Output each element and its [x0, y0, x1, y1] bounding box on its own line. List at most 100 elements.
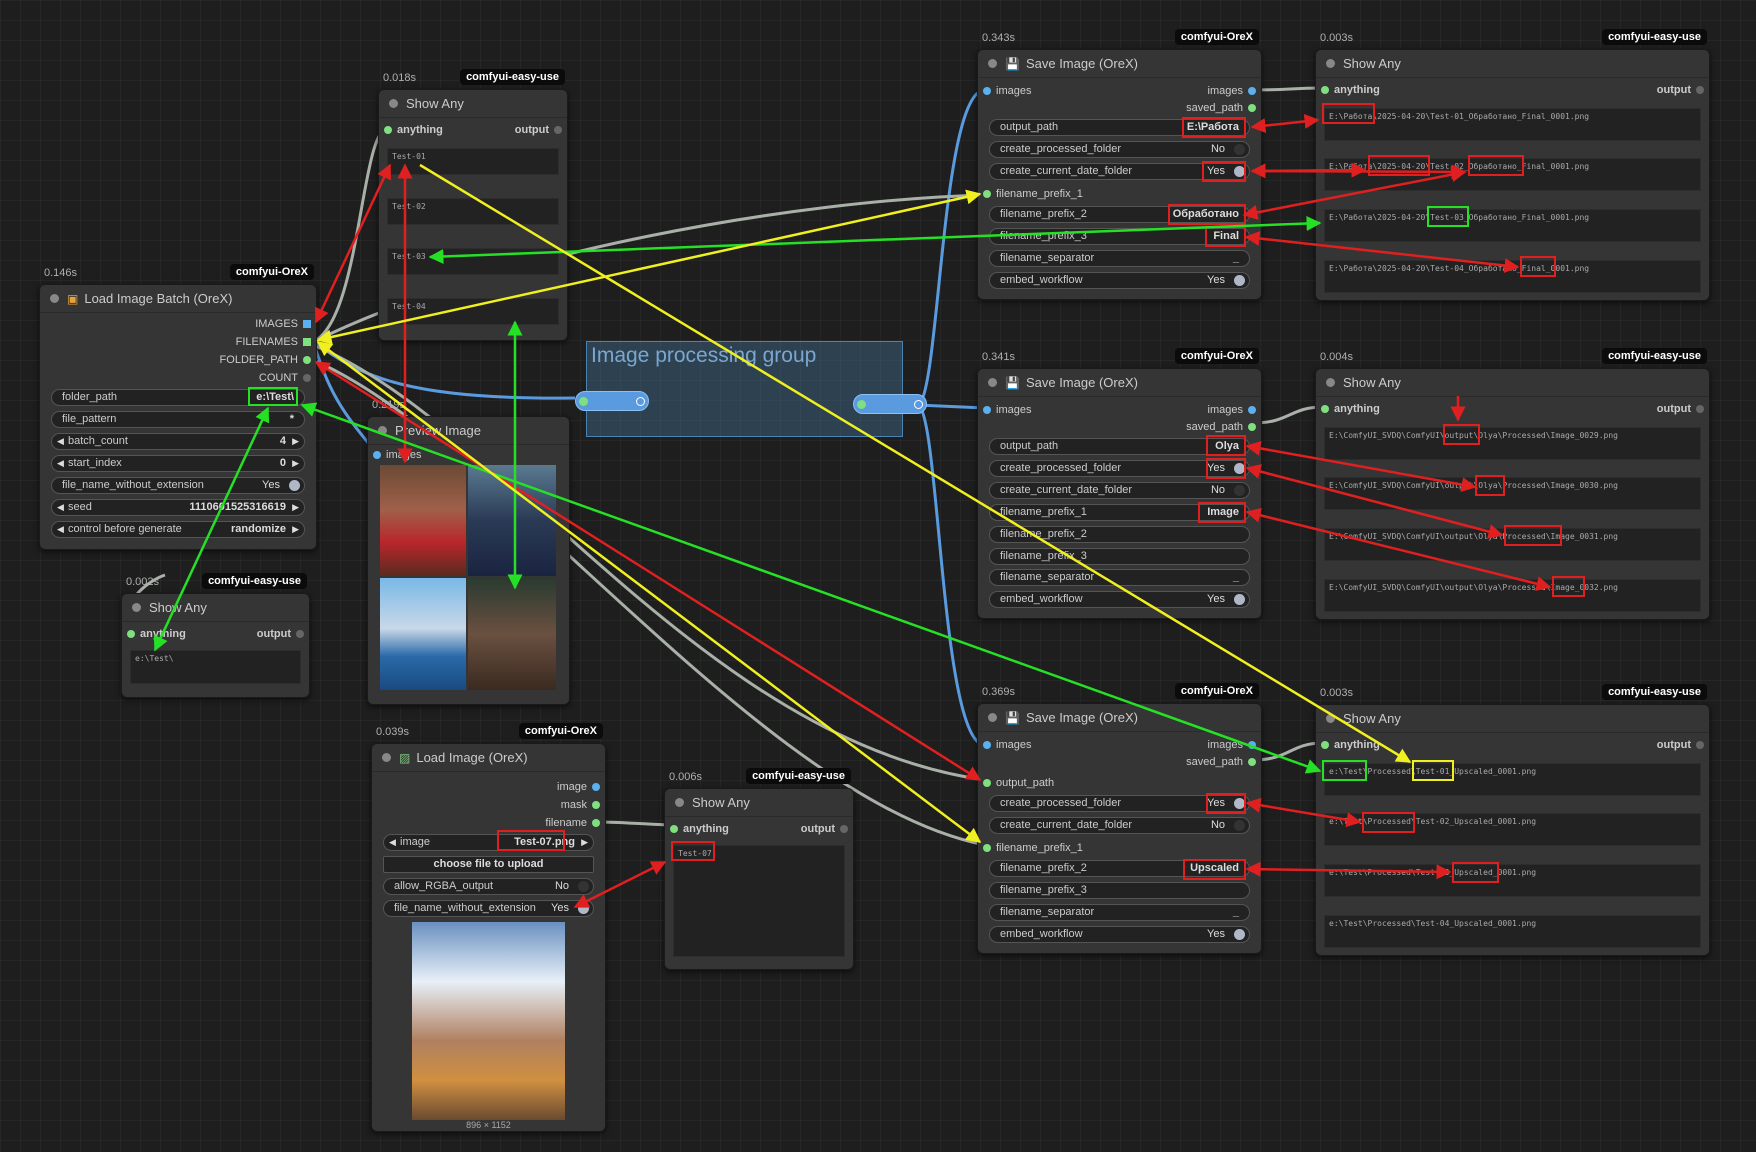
- output-count[interactable]: COUNT: [259, 370, 316, 386]
- input-anything[interactable]: anything: [379, 122, 443, 138]
- output-image[interactable]: image: [557, 779, 605, 795]
- output-images[interactable]: images: [1208, 737, 1261, 753]
- filename-separator-widget[interactable]: filename_separator_: [989, 250, 1250, 267]
- show-any-node-2[interactable]: 0.002s comfyui-easy-use Show Any anythin…: [121, 573, 310, 698]
- text-output-2[interactable]: E:\ComfyUI_SVDQ\ComfyUI\output\Olya\Proc…: [1324, 477, 1701, 510]
- collapse-dot[interactable]: [988, 713, 997, 722]
- filename-prefix-3-widget[interactable]: filename_prefix_3: [989, 548, 1250, 565]
- input-images[interactable]: images: [978, 737, 1031, 753]
- text-output-4[interactable]: e:\Test\Processed\Test-04_Upscaled_0001.…: [1324, 915, 1701, 948]
- input-output-path[interactable]: output_path: [978, 775, 1054, 791]
- file-pattern-widget[interactable]: file_pattern*: [51, 411, 305, 428]
- collapse-dot[interactable]: [988, 59, 997, 68]
- input-anything[interactable]: anything: [665, 821, 729, 837]
- image-processing-group[interactable]: Image processing group: [586, 341, 903, 437]
- output-output[interactable]: output: [1657, 401, 1709, 417]
- input-images[interactable]: images: [368, 447, 421, 463]
- text-output-3[interactable]: E:\Работа\2025-04-20\Test-03_Обработано_…: [1324, 209, 1701, 242]
- reroute-input-dot[interactable]: [579, 397, 588, 406]
- collapse-dot[interactable]: [675, 798, 684, 807]
- output-output[interactable]: output: [1657, 737, 1709, 753]
- collapse-dot[interactable]: [389, 99, 398, 108]
- reroute-output-dot[interactable]: [636, 397, 645, 406]
- show-any-node-3[interactable]: 0.006s comfyui-easy-use Show Any anythin…: [664, 768, 854, 970]
- collapse-dot[interactable]: [1326, 714, 1335, 723]
- output-filename[interactable]: filename: [545, 815, 605, 831]
- save-image-node-1[interactable]: 0.343s comfyui-OreX 💾Save Image (OreX) i…: [977, 29, 1262, 300]
- output-mask[interactable]: mask: [561, 797, 605, 813]
- preview-thumb-pirate-woman[interactable]: [468, 578, 556, 690]
- output-images[interactable]: images: [1208, 83, 1261, 99]
- output-saved-path[interactable]: saved_path: [1186, 419, 1261, 435]
- input-anything[interactable]: anything: [122, 626, 186, 642]
- filename-prefix-2-widget[interactable]: filename_prefix_2: [989, 526, 1250, 543]
- output-saved-path[interactable]: saved_path: [1186, 100, 1261, 116]
- output-images[interactable]: IMAGES: [255, 316, 316, 332]
- collapse-dot[interactable]: [988, 378, 997, 387]
- text-output-2[interactable]: e:\Test\Processed\Test-02_Upscaled_0001.…: [1324, 813, 1701, 846]
- collapse-dot[interactable]: [382, 753, 391, 762]
- input-filename-prefix-1[interactable]: filename_prefix_1: [978, 186, 1083, 202]
- input-images[interactable]: images: [978, 83, 1031, 99]
- text-output-2[interactable]: E:\Работа\2025-04-20\Test-02_Обработано_…: [1324, 158, 1701, 191]
- choose-file-upload-button[interactable]: choose file to upload: [383, 856, 594, 873]
- show-any-result-node-1[interactable]: 0.003s comfyui-easy-use Show Any anythin…: [1315, 29, 1710, 301]
- filename-separator-widget[interactable]: filename_separator_: [989, 904, 1250, 921]
- load-image-batch-node[interactable]: 0.146s comfyui-OreX ▣Load Image Batch (O…: [39, 264, 317, 550]
- text-output-4[interactable]: Test-04: [387, 298, 559, 325]
- output-images[interactable]: images: [1208, 402, 1261, 418]
- preview-thumb-woman-red-dress[interactable]: [380, 465, 466, 576]
- input-anything[interactable]: anything: [1316, 401, 1380, 417]
- text-output-2[interactable]: Test-02: [387, 198, 559, 225]
- collapse-dot[interactable]: [1326, 378, 1335, 387]
- text-output-3[interactable]: e:\Test\Processed\Test-03_Upscaled_0001.…: [1324, 864, 1701, 897]
- collapse-dot[interactable]: [132, 603, 141, 612]
- output-filenames[interactable]: FILENAMES: [236, 334, 316, 350]
- reroute-input-dot[interactable]: [857, 400, 866, 409]
- show-any-result-node-2[interactable]: 0.004s comfyui-easy-use Show Any anythin…: [1315, 348, 1710, 620]
- text-output-3[interactable]: E:\ComfyUI_SVDQ\ComfyUI\output\Olya\Proc…: [1324, 528, 1701, 561]
- text-output-4[interactable]: E:\ComfyUI_SVDQ\ComfyUI\output\Olya\Proc…: [1324, 579, 1701, 612]
- output-output[interactable]: output: [257, 626, 309, 642]
- show-any-node-1[interactable]: 0.018s comfyui-easy-use Show Any anythin…: [378, 69, 568, 341]
- preview-thumb-sailing-ship[interactable]: [380, 578, 466, 690]
- text-output-1[interactable]: E:\Работа\2025-04-20\Test-01_Обработано_…: [1324, 108, 1701, 141]
- text-output-3[interactable]: Test-03: [387, 248, 559, 275]
- output-output[interactable]: output: [515, 122, 567, 138]
- collapse-dot[interactable]: [50, 294, 59, 303]
- preview-image-node[interactable]: 0.219s Preview Image images: [367, 399, 570, 705]
- loaded-image-giraffe-tiger[interactable]: [412, 922, 565, 1120]
- input-anything[interactable]: anything: [1316, 737, 1380, 753]
- text-output-1[interactable]: Test-01: [387, 148, 559, 175]
- input-images[interactable]: images: [978, 402, 1031, 418]
- filename-prefix-3-widget[interactable]: filename_prefix_3: [989, 882, 1250, 899]
- show-any-result-node-3[interactable]: 0.003s comfyui-easy-use Show Any anythin…: [1315, 684, 1710, 956]
- text-output-1[interactable]: Test-07: [673, 845, 845, 957]
- output-output[interactable]: output: [801, 821, 853, 837]
- collapse-dot[interactable]: [1326, 59, 1335, 68]
- reroute-output-dot[interactable]: [914, 400, 923, 409]
- text-output-4[interactable]: E:\Работа\2025-04-20\Test-04_Обработано_…: [1324, 260, 1701, 293]
